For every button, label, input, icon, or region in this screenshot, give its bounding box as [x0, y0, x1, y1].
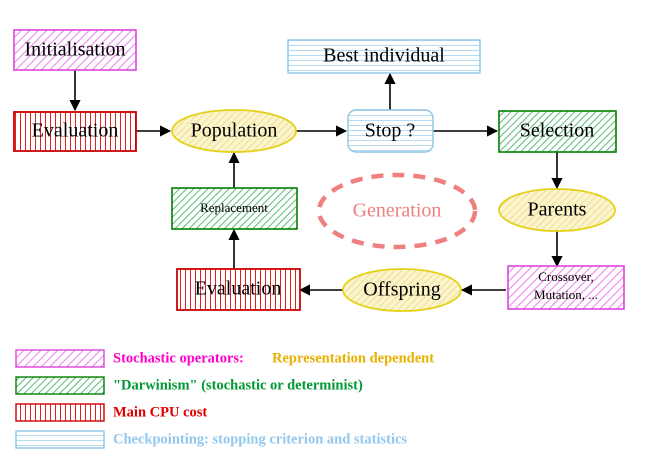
node-initialisation[interactable]: Initialisation — [13, 29, 137, 71]
node-stop-label: Stop ? — [365, 120, 416, 142]
node-evaluation-top-label: Evaluation — [32, 120, 119, 142]
node-evaluation-bottom[interactable]: Evaluation — [176, 268, 301, 311]
node-best-individual-label: Best individual — [323, 45, 445, 67]
node-variation-operators[interactable]: Crossover, Mutation, ... — [507, 265, 625, 310]
node-generation-label: Generation — [353, 200, 442, 222]
node-variation-label-line1: Crossover, — [538, 269, 593, 284]
legend-label-checkpointing: Checkpointing: stopping criterion and st… — [113, 431, 407, 447]
legend-row-checkpointing: Checkpointing: stopping criterion and st… — [15, 430, 407, 449]
node-replacement[interactable]: Replacement — [171, 187, 298, 230]
node-population[interactable]: Population — [171, 109, 297, 153]
legend-swatch-darwinism — [15, 376, 105, 395]
node-offspring-label: Offspring — [363, 279, 440, 301]
legend-row-darwinism: "Darwinism" (stochastic or determinist) — [15, 376, 363, 395]
legend-label-darwinism: "Darwinism" (stochastic or determinist) — [113, 377, 363, 393]
node-parents-label: Parents — [528, 199, 587, 221]
node-variation-label-line2: Mutation, ... — [534, 287, 598, 302]
node-generation-loop: Generation — [316, 172, 478, 250]
node-initialisation-label: Initialisation — [24, 39, 125, 61]
node-selection-label: Selection — [520, 120, 594, 142]
legend-label-stochastic-primary: Stochastic operators: — [113, 350, 244, 366]
node-selection[interactable]: Selection — [498, 110, 617, 153]
legend-swatch-checkpointing — [15, 430, 105, 449]
node-evaluation-bottom-label: Evaluation — [195, 278, 282, 300]
legend-swatch-cpu-cost — [15, 403, 105, 422]
generation-dashed-ellipse — [316, 172, 478, 250]
node-best-individual[interactable]: Best individual — [287, 39, 481, 74]
node-parents[interactable]: Parents — [498, 188, 616, 232]
node-stop[interactable]: Stop ? — [347, 109, 434, 153]
legend-row-cpu-cost: Main CPU cost — [15, 403, 207, 422]
node-evaluation-top[interactable]: Evaluation — [13, 111, 137, 152]
node-replacement-label: Replacement — [200, 200, 268, 215]
legend-label-stochastic-secondary: Representation dependent — [272, 350, 434, 366]
legend: Stochastic operators: Representation dep… — [15, 349, 434, 449]
node-population-label: Population — [191, 120, 278, 142]
legend-row-stochastic: Stochastic operators: Representation dep… — [15, 349, 434, 368]
node-offspring[interactable]: Offspring — [342, 268, 462, 312]
legend-label-cpu-cost: Main CPU cost — [113, 404, 207, 420]
legend-swatch-stochastic — [15, 349, 105, 368]
